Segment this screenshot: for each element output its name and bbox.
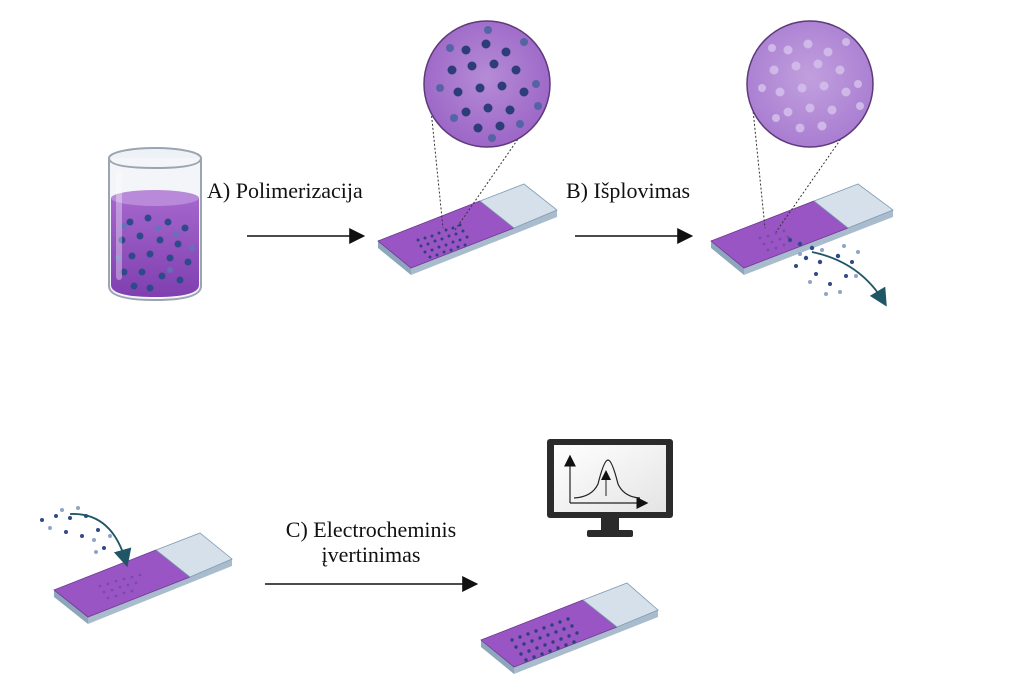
incoming-particles [40, 506, 112, 554]
magnified-view-washed-icon [746, 20, 874, 233]
step-c-label-line2: įvertinimas [321, 542, 421, 568]
monitor-graph-icon [547, 439, 673, 537]
curved-arrow-in-icon [69, 513, 132, 568]
step-a-label: A) Polimerizacija [207, 178, 363, 203]
sensor-slide-icon [377, 183, 558, 275]
step-c-label: C) Electrocheminis įvertinimas [268, 517, 474, 568]
sensor-slide-rebound-icon [480, 582, 659, 674]
step-c-label-line1: C) Electrocheminis [285, 517, 457, 542]
released-particles [787, 237, 860, 296]
beaker-icon [108, 147, 202, 302]
sensor-slide-rebinding-icon [53, 532, 233, 624]
sensor-slide-washed-icon [710, 183, 894, 275]
curved-arrow-icon [811, 251, 887, 307]
step-b-label: B) Išplovimas [566, 178, 691, 203]
magnified-view-icon [423, 20, 551, 231]
